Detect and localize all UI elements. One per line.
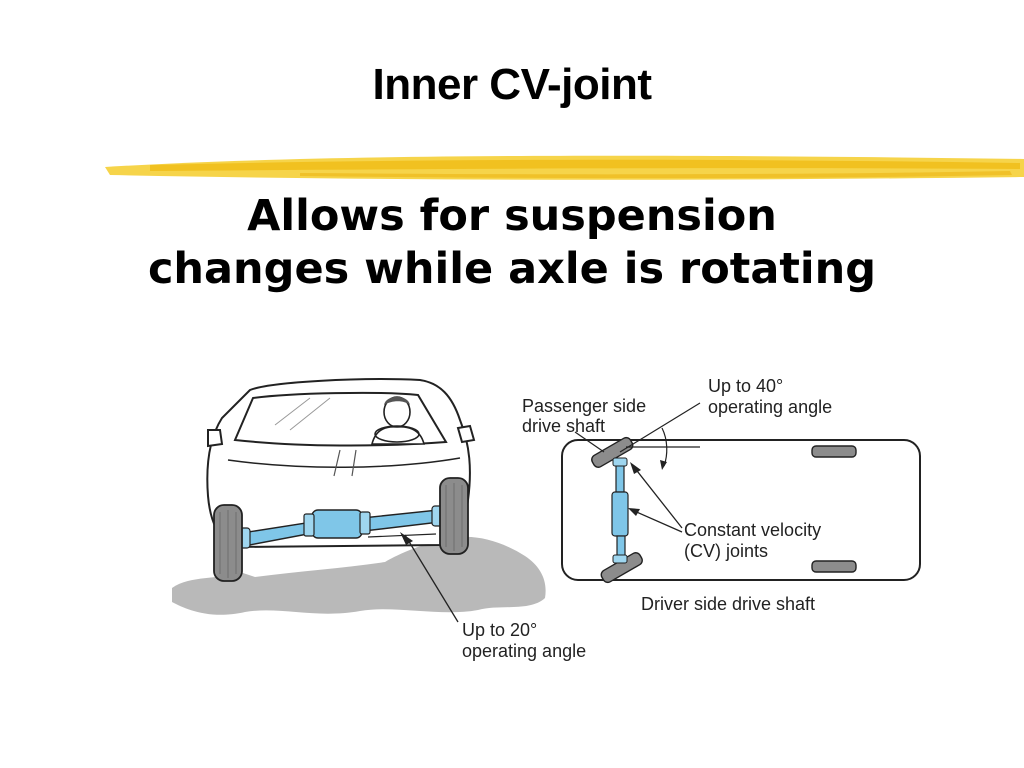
label-up-to-20-line2: operating angle [462,641,586,661]
leader-line-20deg [404,534,459,623]
ground-terrain [172,536,546,615]
label-up-to-40-line2: operating angle [708,397,832,417]
drive-shafts-top-view [611,457,629,564]
axle-shaft [237,505,445,549]
driver-figure [370,396,426,445]
label-passenger-line1: Passenger side [522,396,646,416]
subtitle-line-2: changes while axle is rotating [147,244,877,294]
vehicle-outline-top-view [561,439,921,581]
slide-subtitle: Allows for suspension changes while axle… [0,190,1024,296]
leader-line-cv-lower [631,509,683,533]
leader-line-cv-upper [633,466,683,529]
right-mirror [456,424,476,444]
rear-wheel-bottom [811,560,857,573]
highlighter-stroke-divider [105,155,1024,180]
label-driver-side: Driver side drive shaft [641,594,815,614]
differential-housing [311,509,363,539]
rear-wheel-top [811,445,857,458]
top-view-illustration: Passenger side drive shaft Up to 40° ope… [522,376,921,614]
left-mirror [207,429,224,448]
label-up-to-20-line1: Up to 20° [462,620,537,640]
slide-title: Inner CV-joint [372,60,653,109]
label-passenger-line2: drive shaft [522,416,605,436]
label-cv-line1: Constant velocity [684,520,821,540]
subtitle-line-1: Allows for suspension [247,191,777,241]
leader-line-passenger [574,431,605,453]
car-rear-view-illustration: Up to 20° operating angle [172,378,586,661]
label-cv-line2: (CV) joints [684,541,768,561]
label-up-to-40-line1: Up to 40° [708,376,783,396]
